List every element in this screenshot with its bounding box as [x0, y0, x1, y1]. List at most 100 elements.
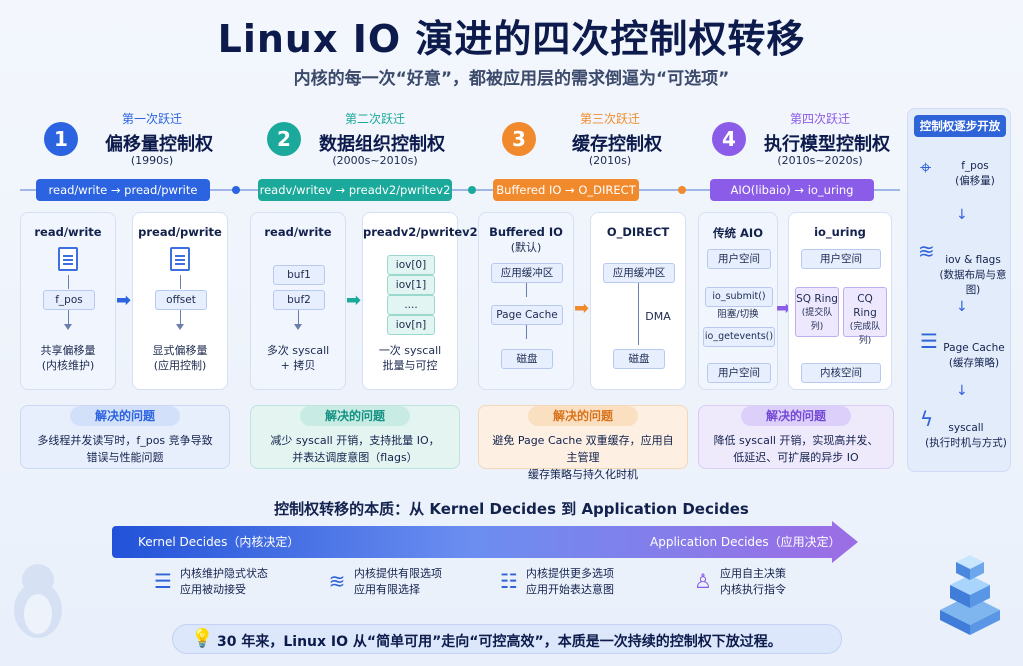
layers-icon: ≋: [328, 569, 346, 593]
database-icon: ☰: [154, 569, 172, 593]
problem-text: 多线程并发读写时，f_pos 竞争导致错误与性能问题: [37, 434, 213, 464]
essence-text: 内核提供更多选项应用开始表达意图: [526, 567, 614, 596]
essence-text: 应用自主决策内核执行指令: [720, 567, 786, 596]
panel-note: 多次 syscall: [266, 344, 330, 357]
panel-subtitle: (默认): [510, 241, 542, 254]
file-icon: [58, 247, 78, 271]
problem-text: 避免 Page Cache 双重缓存，应用自主管理缓存策略与持久化时机: [492, 434, 674, 481]
sidebar-item-fpos: f_pos(偏移量): [955, 160, 995, 187]
sidebar-item-iov: iov & flags(数据布局与意图): [939, 254, 1007, 296]
panel-note: 一次 syscall: [378, 344, 442, 357]
stage-3-diagram: Buffered IO (默认) 应用缓冲区 Page Cache 磁盘 ➡ O…: [478, 212, 688, 392]
timeline-line: [20, 189, 900, 191]
panel-note: 批量与可控: [382, 359, 438, 372]
stage-2-header: 2 第二次跃迁 数据组织控制权 (2000s~2010s): [245, 108, 455, 172]
cq-ring-box: CQ Ring (完成队列): [843, 287, 887, 346]
kernel-space-box: 内核空间: [801, 363, 881, 383]
penguin-icon: [14, 564, 62, 638]
summary-banner: 💡 30 年来，Linux IO 从“简单可用”走向“可控高效”，本质是一次持续…: [172, 624, 842, 654]
problem-tag: 解决的问题: [741, 406, 851, 426]
essence-text: 内核提供有限选项应用有限选择: [354, 567, 442, 596]
stage-3-name: 缓存控制权: [572, 134, 662, 155]
stack-icon: ☷: [500, 569, 518, 593]
stage-3-left-panel: Buffered IO (默认) 应用缓冲区 Page Cache 磁盘: [478, 212, 574, 390]
arrow-right-icon: ➡: [776, 298, 792, 319]
sidebar-title: 控制权逐步开放: [914, 115, 1006, 137]
connector: [526, 325, 527, 339]
essence-item: ≋ 内核提供有限选项应用有限选择: [324, 566, 494, 600]
essence-item: ☷ 内核提供更多选项应用开始表达意图: [496, 566, 666, 600]
connector: [180, 275, 181, 289]
kernel-decides-label: Kernel Decides（内核决定）: [138, 535, 300, 549]
stage-4-problem: 解决的问题 降低 syscall 开销，实现高并发、低延迟、可扩展的异步 IO: [698, 405, 894, 469]
stage-2-problem: 解决的问题 减少 syscall 开销，支持批量 IO，并表达调度意图（flag…: [250, 405, 460, 469]
stage-3-kicker: 第三次跃迁: [579, 112, 640, 126]
connector: [68, 275, 69, 289]
dma-label: DMA: [645, 310, 671, 323]
panel-title: pread/pwrite: [138, 225, 222, 239]
sq-ring-label: SQ Ring: [796, 293, 838, 305]
lightning-icon: ϟ: [920, 407, 934, 431]
panel-note: + 拷贝: [280, 359, 316, 372]
arrow-down-icon: ↓: [956, 207, 968, 223]
stage-3-era: (2010s): [588, 154, 632, 167]
stage-4-left-panel: 传统 AIO 用户空间 io_submit() 阻塞/切换 io_geteven…: [698, 212, 778, 390]
stage-1-number: 1: [44, 122, 78, 156]
arrow-down-icon: ↓: [956, 383, 968, 399]
panel-title: read/write: [264, 225, 332, 239]
stage-1-pill: read/write → pread/pwrite: [36, 179, 210, 201]
panel-note: (应用控制): [153, 359, 207, 372]
buf1-box: buf1: [273, 265, 325, 285]
problem-text: 减少 syscall 开销，支持批量 IO，并表达调度意图（flags）: [270, 434, 440, 464]
panel-title: preadv2/pwritev2: [363, 225, 478, 239]
panel-title: 传统 AIO: [713, 226, 763, 240]
buf2-box: buf2: [273, 290, 325, 310]
control-sidebar: 控制权逐步开放 ⌖ f_pos(偏移量) ↓ ≋ iov & flags(数据布…: [907, 108, 1011, 472]
stage-4-kicker: 第四次跃迁: [789, 112, 850, 126]
io-getevents-box: io_getevents(): [703, 327, 775, 347]
stage-2-diagram: read/write buf1 buf2 多次 syscall + 拷贝 ➡ p…: [250, 212, 478, 392]
stage-2-name: 数据组织控制权: [319, 134, 445, 155]
panel-title: Buffered IO: [489, 225, 563, 239]
arrow-right-icon: ➡: [346, 290, 362, 311]
page-title: Linux IO 演进的四次控制权转移: [217, 17, 806, 61]
arrow-right-icon: ➡: [574, 298, 590, 319]
user-space-box: 用户空间: [707, 249, 771, 269]
server-icon: [940, 555, 1000, 635]
iov-box: iov[n]: [387, 315, 435, 335]
arrow-head-icon: [832, 521, 858, 563]
timeline-dot: [468, 186, 476, 194]
file-icon: [170, 247, 190, 271]
connector: [298, 310, 299, 326]
problem-tag: 解决的问题: [528, 406, 638, 426]
essence-text: 内核维护隐式状态应用被动接受: [180, 567, 268, 596]
app-buffer-box: 应用缓冲区: [491, 263, 563, 283]
sidebar-item-pagecache: Page Cache(缓存策略): [943, 342, 1005, 369]
arrow-right-icon: ➡: [116, 290, 132, 311]
arrow-down-icon: [176, 324, 184, 330]
connector: [526, 283, 527, 297]
stage-1-header: 1 第一次跃迁 偏移量控制权 (1990s): [22, 108, 232, 172]
stage-1-diagram: read/write f_pos 共享偏移量 (内核维护) ➡ pread/pw…: [20, 212, 230, 392]
database-icon: ☰: [920, 329, 938, 353]
arrow-down-icon: [294, 324, 302, 330]
page-cache-box: Page Cache: [491, 305, 563, 325]
stage-4-name: 执行模型控制权: [764, 134, 890, 155]
disk-box: 磁盘: [501, 349, 553, 369]
user-space-box: 用户空间: [801, 249, 881, 269]
user-icon: ♙: [694, 569, 712, 593]
control-shift-arrow: [112, 526, 832, 558]
lightbulb-icon: 💡: [191, 628, 214, 649]
stage-2-right-panel: preadv2/pwritev2 iov[0] iov[1] .... iov[…: [362, 212, 478, 390]
stage-4-diagram: 传统 AIO 用户空间 io_submit() 阻塞/切换 io_geteven…: [698, 212, 894, 392]
stage-4-right-panel: io_uring 用户空间 SQ Ring (提交队列) CQ Ring (完成…: [788, 212, 892, 390]
iov-box: iov[1]: [387, 275, 435, 295]
stage-4-era: (2010s~2020s): [777, 154, 863, 167]
stage-4-number: 4: [712, 122, 746, 156]
stage-3-right-panel: O_DIRECT 应用缓冲区 DMA 磁盘: [590, 212, 686, 390]
panel-note: 共享偏移量: [40, 344, 96, 357]
sq-ring-sub: (提交队列): [801, 308, 833, 332]
stage-2-number: 2: [267, 122, 301, 156]
stage-3-number: 3: [502, 122, 536, 156]
disk-box: 磁盘: [613, 349, 665, 369]
